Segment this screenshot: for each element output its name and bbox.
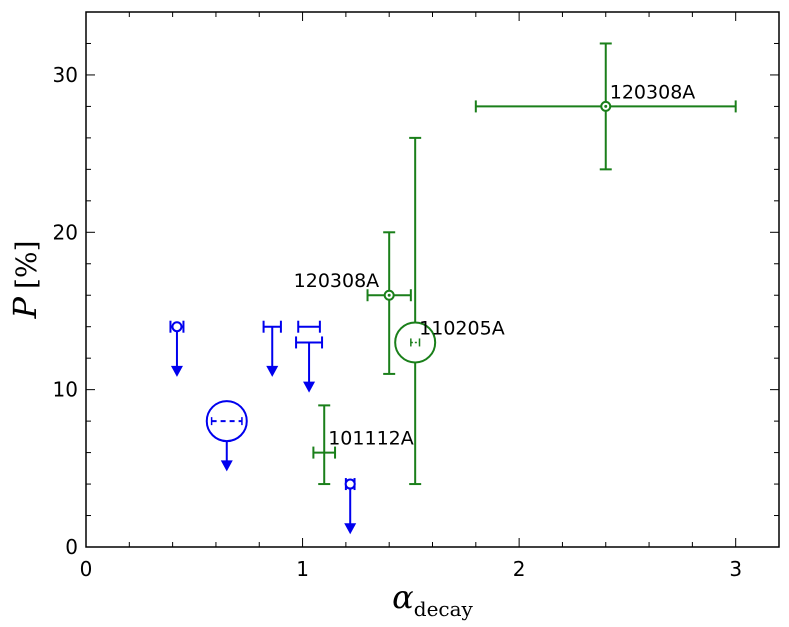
data-point [297,320,321,333]
y-tick-label: 0 [65,535,78,559]
data-point [295,336,324,393]
x-tick-label: 2 [513,557,526,581]
x-axis-label-sub: decay [414,597,474,621]
x-tick-label: 3 [729,557,742,581]
axis-ticks [85,11,780,548]
upper-limit-arrowhead [220,460,233,472]
point-marker [205,400,248,443]
point-label: 120308A [294,270,380,292]
data-point [312,404,337,486]
y-tick-labels: 0 10 20 30 [53,63,78,559]
point-marker [344,478,356,490]
data-marks [169,42,737,535]
y-tick-label: 10 [53,378,78,402]
x-axis-label: αdecay [392,578,473,621]
upper-limit-arrowhead [303,381,316,393]
upper-limit-arrowhead [344,523,357,535]
y-axis-label-main: P [6,296,44,319]
data-point [474,42,737,171]
y-tick-label: 30 [53,63,78,87]
x-tick-labels: 0 1 2 3 [80,557,742,581]
y-axis-label: P [%] [6,241,44,320]
point-annotations: 120308A 120308A 110205A 101112A [294,81,696,449]
y-tick-label: 20 [53,220,78,244]
data-point [205,400,248,472]
plot-frame [85,11,780,548]
point-label: 101112A [328,428,414,450]
y-axis-label-unit: [%] [10,241,43,289]
point-marker-dot [604,104,608,108]
x-tick-label: 0 [80,557,93,581]
point-marker [171,321,183,333]
point-marker-dot [387,293,391,297]
x-tick-label: 1 [296,557,309,581]
data-point [394,136,437,486]
data-point [366,231,412,375]
data-point [262,320,282,377]
point-label: 110205A [419,317,505,339]
upper-limit-arrowhead [266,365,279,377]
data-point [169,320,185,377]
data-point [344,478,357,535]
x-axis-label-main: α [392,578,414,616]
point-label: 120308A [610,81,696,103]
upper-limit-arrowhead [170,365,183,377]
